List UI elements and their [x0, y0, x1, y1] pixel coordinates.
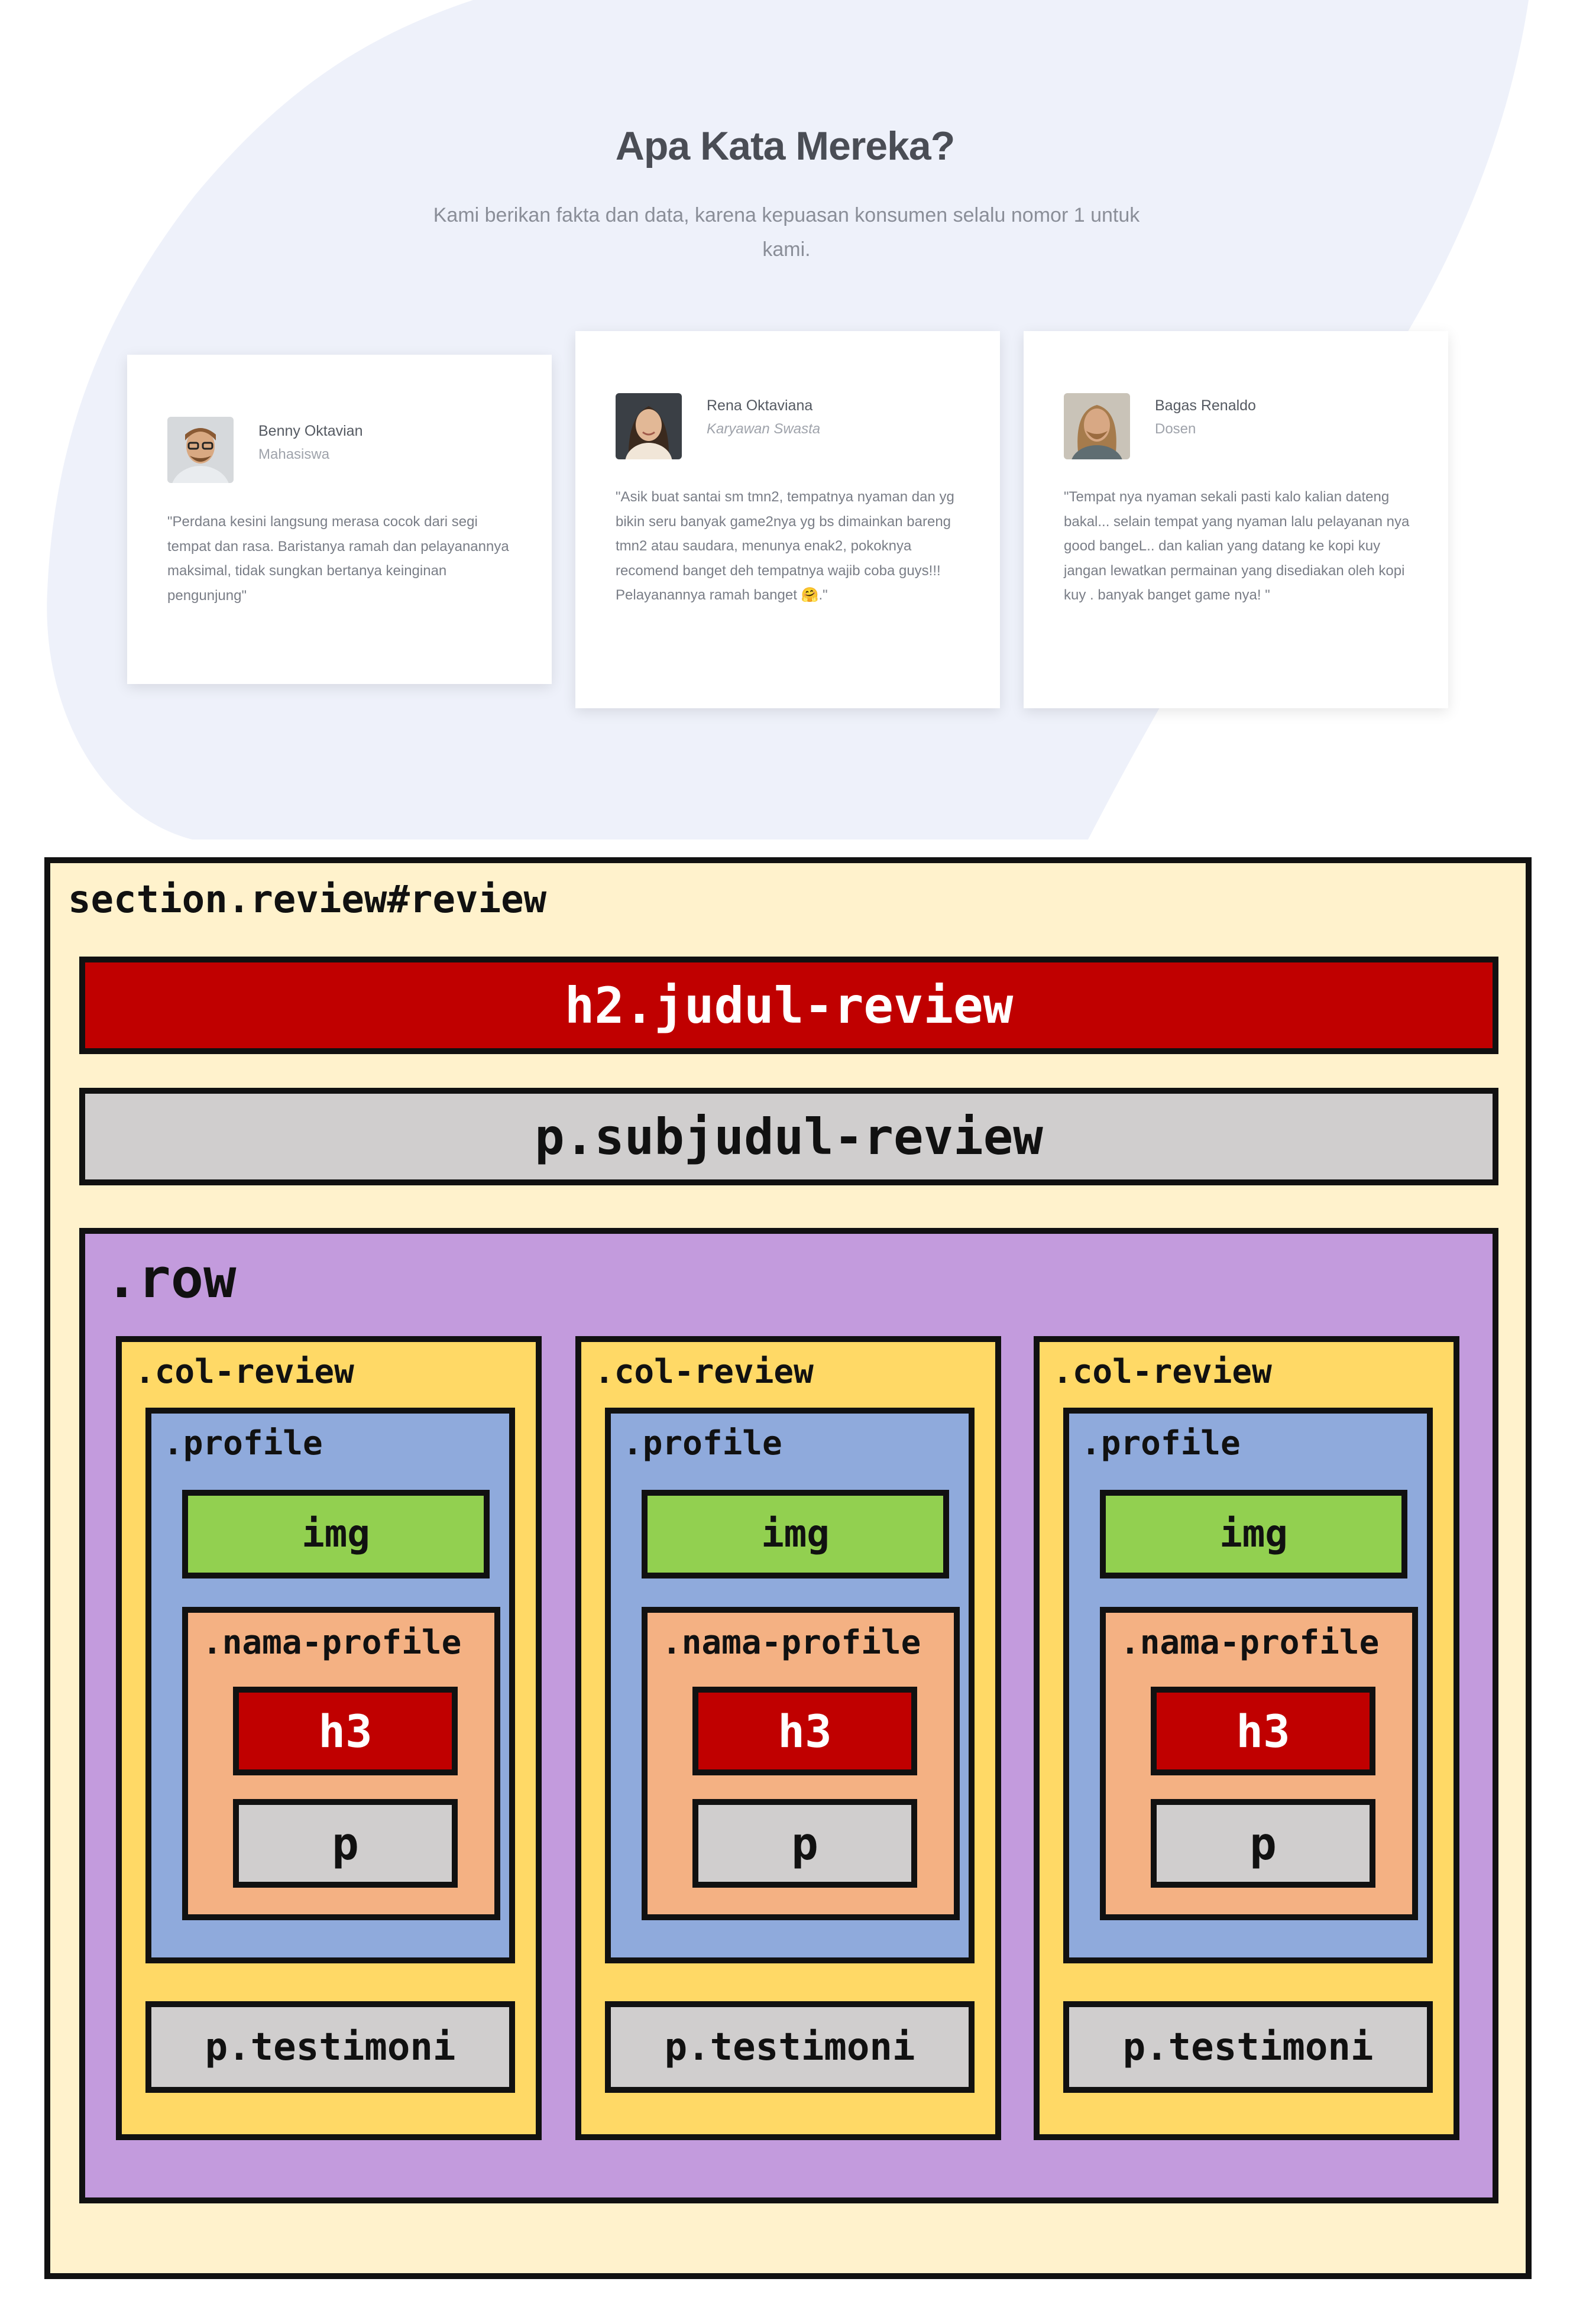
review-card-1: Benny Oktavian Mahasiswa "Perdana kesini… — [127, 355, 552, 684]
diagram-profile-label: .profile — [163, 1424, 323, 1463]
testimonial-text: "Asik buat santai sm tmn2, tempatnya nya… — [616, 489, 954, 603]
diagram-img-box: img — [642, 1490, 949, 1578]
diagram-h2-box: h2.judul-review — [79, 957, 1498, 1054]
diagram-testimoni-box: p.testimoni — [605, 2001, 975, 2093]
diagram-img-box: img — [182, 1490, 490, 1578]
review-card-3: Bagas Renaldo Dosen "Tempat nya nyaman s… — [1024, 331, 1448, 708]
avatar — [167, 417, 234, 483]
diagram-testimoni-box: p.testimoni — [1063, 2001, 1433, 2093]
reviewer-name: Benny Oktavian — [258, 423, 363, 439]
diagram-testimoni-box: p.testimoni — [145, 2001, 515, 2093]
diagram-col-review-label: .col-review — [135, 1353, 354, 1391]
review-subtitle: Kami berikan fakta dan data, karena kepu… — [433, 204, 1140, 261]
reviewer-name: Rena Oktaviana — [707, 397, 813, 414]
reviewer-role: Mahasiswa — [258, 446, 330, 462]
diagram-nama-profile-label: .nama-profile — [1120, 1623, 1380, 1662]
diagram-h3-box: h3 — [233, 1687, 458, 1775]
diagram-col-review-label: .col-review — [594, 1353, 814, 1391]
diagram-subjudul-box: p.subjudul-review — [79, 1088, 1498, 1185]
diagram-h3-box: h3 — [1151, 1687, 1375, 1775]
avatar — [1064, 393, 1130, 459]
reviewer-role: Dosen — [1155, 421, 1196, 437]
review-title: Apa Kata Mereka? — [615, 124, 956, 168]
diagram-p-box: p — [233, 1799, 458, 1888]
reviewer-role: Karyawan Swasta — [707, 421, 821, 437]
diagram-col-review-label: .col-review — [1053, 1353, 1272, 1391]
diagram-img-box: img — [1100, 1490, 1407, 1578]
review-card-2: Rena Oktaviana Karyawan Swasta "Asik bua… — [575, 331, 1000, 708]
avatar — [616, 393, 682, 459]
testimonial-text: "Perdana kesini langsung merasa cocok da… — [167, 514, 509, 604]
diagram-p-box: p — [692, 1799, 917, 1888]
diagram-h3-box: h3 — [692, 1687, 917, 1775]
diagram-p-box: p — [1151, 1799, 1375, 1888]
diagram-profile-label: .profile — [623, 1424, 782, 1463]
diagram-section-label: section.review#review — [68, 878, 547, 922]
diagram-nama-profile-label: .nama-profile — [202, 1623, 462, 1662]
testimonial-text: "Tempat nya nyaman sekali pasti kalo kal… — [1064, 489, 1410, 603]
diagram-profile-label: .profile — [1081, 1424, 1241, 1463]
reviewer-name: Bagas Renaldo — [1155, 397, 1256, 414]
diagram-row-label: .row — [105, 1247, 237, 1310]
diagram-nama-profile-label: .nama-profile — [662, 1623, 921, 1662]
